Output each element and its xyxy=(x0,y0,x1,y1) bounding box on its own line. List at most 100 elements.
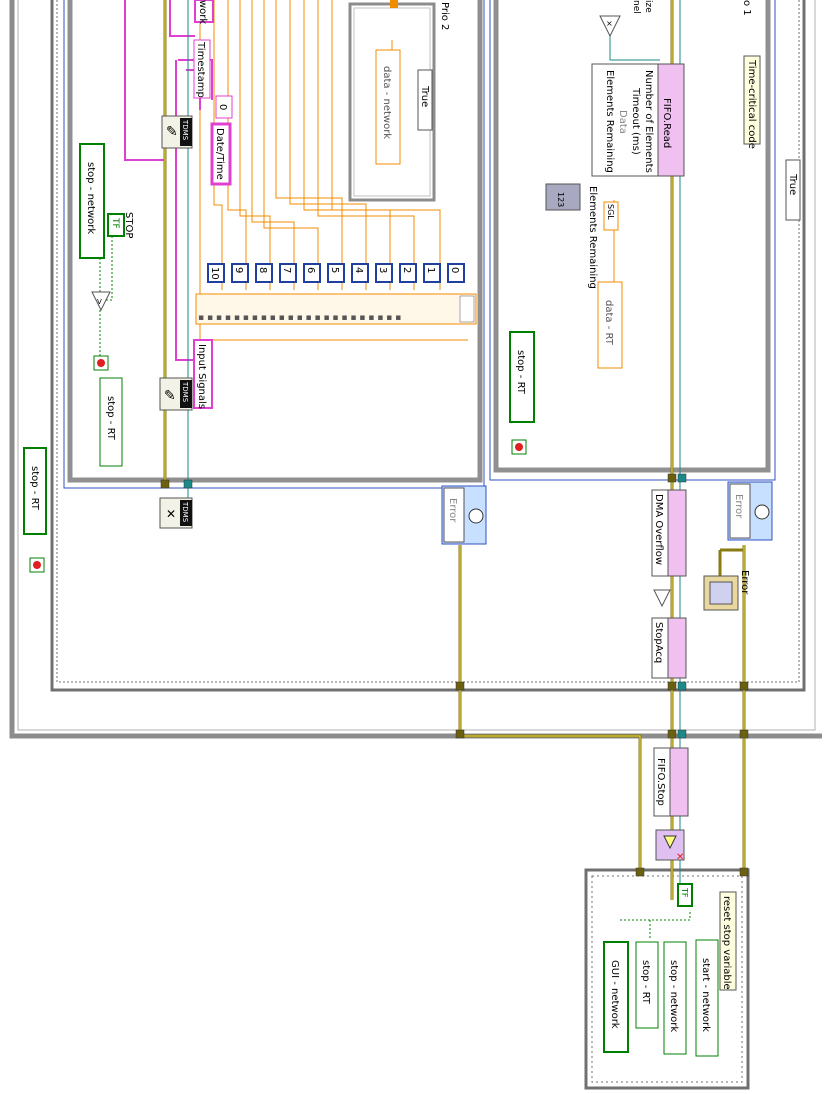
stop-button-terminal-network[interactable] xyxy=(93,355,109,371)
index-constant-label: 4 xyxy=(353,267,364,273)
svg-text:Number of Elements: Number of Elements xyxy=(643,70,654,173)
svg-text:✕: ✕ xyxy=(676,852,684,863)
svg-text:FIFO.Stop: FIFO.Stop xyxy=(655,758,666,806)
svg-text:Elements Remaining: Elements Remaining xyxy=(587,186,598,289)
tdms-write-node-2[interactable]: ✎ TDMS xyxy=(159,377,193,411)
svg-text:✎: ✎ xyxy=(166,124,178,140)
svg-text:data - network: data - network xyxy=(381,66,392,139)
svg-text:▪ ▪ ▪ ▪ ▪ ▪ ▪ ▪ ▪ ▪ ▪ ▪ ▪ ▪ ▪: ▪ ▪ ▪ ▪ ▪ ▪ ▪ ▪ ▪ ▪ ▪ ▪ ▪ ▪ ▪ ▪ ▪ ▪ ▪ ▪ … xyxy=(198,313,401,323)
merge-errors-node[interactable]: ✕ xyxy=(655,829,685,863)
error-handler-network[interactable]: Error xyxy=(441,485,487,545)
tf-constant[interactable]: TF xyxy=(107,213,125,237)
svg-text:stop - RT: stop - RT xyxy=(515,350,526,395)
tf-constant-2[interactable]: TF xyxy=(677,883,693,907)
stop-acq-node[interactable]: StopAcq xyxy=(651,617,687,679)
error-label-3: Error xyxy=(739,570,750,595)
prio2-label: Prio 2 xyxy=(439,2,450,30)
reset-stop-label: reset stop variable xyxy=(719,891,737,991)
svg-text:✕: ✕ xyxy=(166,507,176,521)
index-constant-label: 0 xyxy=(449,267,460,273)
svg-text:stop - RT: stop - RT xyxy=(640,960,651,1005)
svg-text:TF: TF xyxy=(110,217,120,229)
fifo-stop-node[interactable]: FIFO.Stop xyxy=(653,747,689,817)
stop-rt-variable-1[interactable]: stop - RT xyxy=(99,377,123,467)
index-constant-box xyxy=(255,263,273,283)
data-network-variable[interactable]: data - network xyxy=(375,49,401,165)
reset-stop-frame[interactable] xyxy=(584,868,750,1090)
outer-while-loop[interactable] xyxy=(9,0,822,739)
tunnels xyxy=(160,473,749,877)
start-network-variable[interactable]: start - network xyxy=(695,939,719,1057)
dma-overflow-node[interactable]: DMA Overflow xyxy=(651,489,687,577)
svg-text:Timestamp: Timestamp xyxy=(195,41,206,98)
index-constant-label: 9 xyxy=(233,267,244,273)
svg-text:×: × xyxy=(606,19,613,28)
case-selector-true[interactable]: True xyxy=(417,69,433,131)
index-constant-box xyxy=(399,263,417,283)
sgl-conversion-node[interactable]: SGL xyxy=(603,201,619,231)
timed-loop-frame[interactable] xyxy=(50,0,806,692)
index-constant-label: 5 xyxy=(329,267,340,273)
multiply-node[interactable]: × xyxy=(599,15,621,38)
stop-network-variable[interactable]: stop - network xyxy=(79,143,105,259)
tdms-label: TDMS xyxy=(181,501,189,523)
index-constant-label: 6 xyxy=(305,267,316,273)
svg-text:stop - RT: stop - RT xyxy=(105,396,116,441)
index-constant-label: 7 xyxy=(281,267,292,273)
svg-text:StopAcq: StopAcq xyxy=(653,622,664,663)
index-constant-label: 8 xyxy=(257,267,268,273)
fifo-read-node[interactable]: FIFO.Read Number of Elements Timeout (ms… xyxy=(591,63,685,177)
case-selector-true-2[interactable]: True xyxy=(785,159,801,221)
index-constant-box xyxy=(351,263,369,283)
data-rt-variable[interactable]: data - RT xyxy=(597,281,623,369)
gui-network-variable[interactable]: GUI - network xyxy=(603,941,629,1053)
svg-text:Error: Error xyxy=(733,494,744,519)
timestamp-indicator: Timestamp xyxy=(193,39,211,99)
stop-button-terminal-rt[interactable] xyxy=(511,439,527,455)
zero-constant: 0 xyxy=(215,95,233,119)
index-constant-box xyxy=(207,263,225,283)
svg-text:Error: Error xyxy=(739,570,750,595)
svg-text:✎: ✎ xyxy=(164,388,176,404)
build-array-node[interactable]: ▪ ▪ ▪ ▪ ▪ ▪ ▪ ▪ ▪ ▪ ▪ ▪ ▪ ▪ ▪ ▪ ▪ ▪ ▪ ▪ … xyxy=(195,293,477,325)
stop-network-variable-2[interactable]: stop - network xyxy=(663,941,687,1055)
date-time-indicator: Date/Time xyxy=(210,122,232,186)
svg-text:Date/Time: Date/Time xyxy=(214,128,225,180)
index-constant-label: 1 xyxy=(425,267,436,273)
index-constant-box xyxy=(327,263,345,283)
svg-text:0: 0 xyxy=(217,104,228,110)
index-constant-box xyxy=(303,263,321,283)
stop-label: STOP xyxy=(123,212,134,238)
rt-loop-frame[interactable] xyxy=(489,0,776,481)
index-constant-label: 10 xyxy=(209,267,220,280)
svg-text:nel: nel xyxy=(631,0,641,14)
svg-text:True: True xyxy=(419,85,430,107)
stop-rt-variable-3[interactable]: stop - RT xyxy=(635,941,659,1029)
index-constant-box xyxy=(279,263,297,283)
stop-button-terminal-outer[interactable] xyxy=(29,557,45,573)
svg-text:STOP: STOP xyxy=(123,212,134,238)
svg-text:FIFO.Read: FIFO.Read xyxy=(661,98,672,148)
svg-text:stop - RT: stop - RT xyxy=(29,466,40,511)
stop-rt-variable-outer[interactable]: stop - RT xyxy=(23,447,47,535)
svg-text:work: work xyxy=(197,0,208,24)
tdms-close-node[interactable]: ✕ TDMS xyxy=(159,497,193,529)
svg-text:start - network: start - network xyxy=(700,958,711,1032)
stop-rt-variable-2[interactable]: stop - RT xyxy=(509,331,535,423)
svg-text:Data: Data xyxy=(617,110,628,134)
svg-text:123: 123 xyxy=(556,192,565,207)
index-constant-box xyxy=(447,263,465,283)
network-loop-frame[interactable] xyxy=(63,0,485,489)
index-constant-label: 2 xyxy=(401,267,412,273)
svg-text:ize: ize xyxy=(643,0,653,13)
tdms-label: TDMS xyxy=(181,381,189,403)
tdms-write-node-1[interactable]: ✎ TDMS xyxy=(161,115,193,149)
not-gate[interactable] xyxy=(653,589,671,608)
error-handler-rt[interactable]: Error xyxy=(727,481,773,541)
work-label: work xyxy=(194,0,214,24)
or-gate[interactable]: V xyxy=(91,291,111,312)
time-critical-label: Time-critical code xyxy=(743,55,761,149)
svg-text:Error: Error xyxy=(447,498,458,523)
svg-text:data - RT: data - RT xyxy=(603,300,614,346)
